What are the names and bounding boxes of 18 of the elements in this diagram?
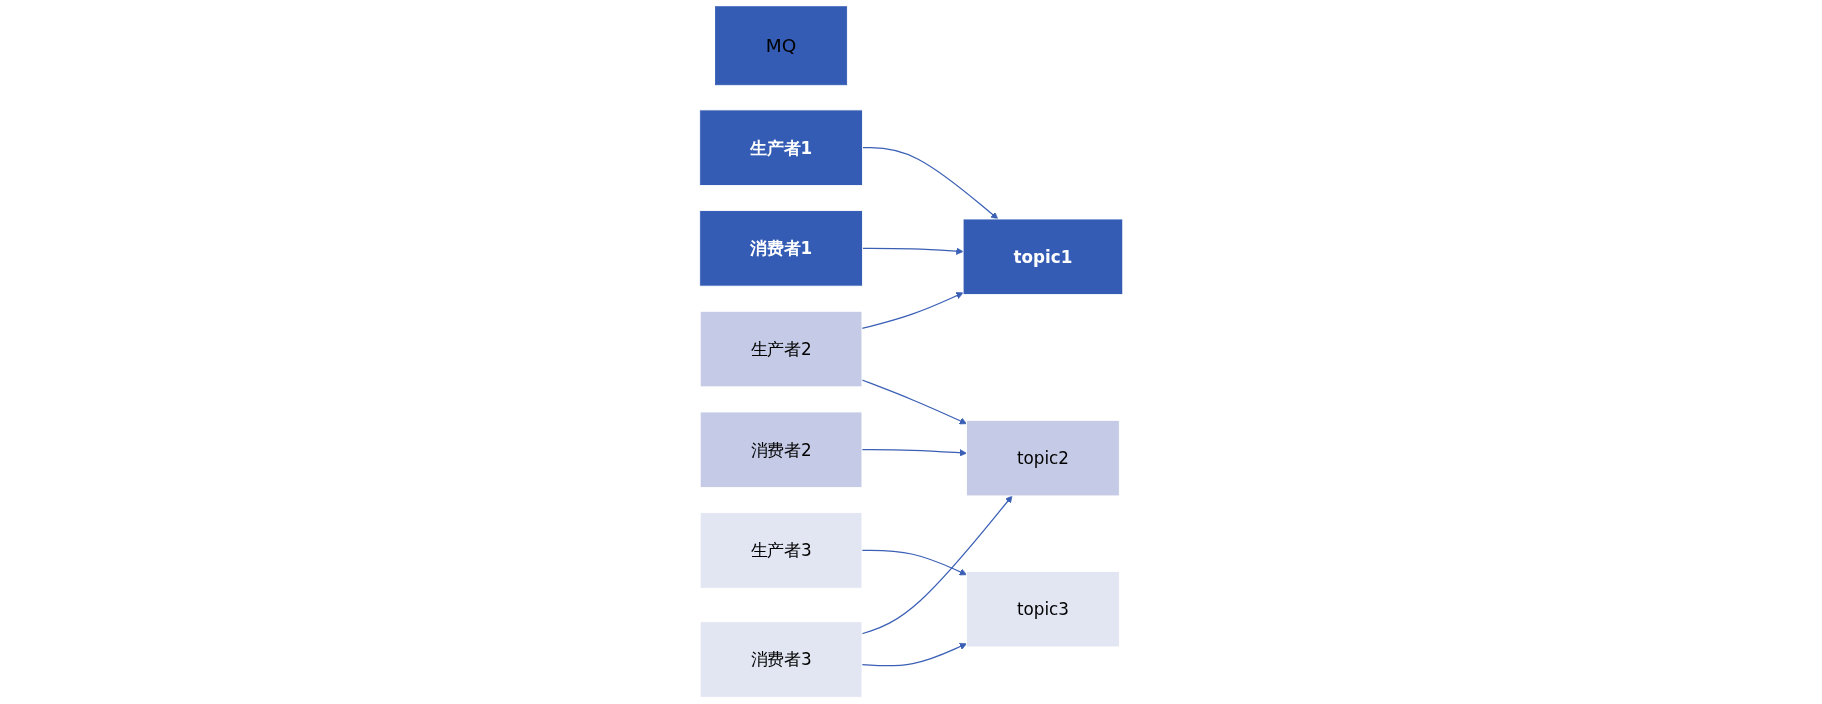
node-box: topic1 xyxy=(962,218,1123,295)
node-box: 消费者1 xyxy=(699,210,863,287)
node-box: 生产者1 xyxy=(699,109,863,186)
node-box: 生产者3 xyxy=(699,512,863,589)
arrow xyxy=(861,147,998,220)
node-box: 消费者3 xyxy=(699,621,863,698)
arrow xyxy=(861,247,964,255)
node-box: 生产者2 xyxy=(699,310,863,388)
node-box: MQ xyxy=(714,6,847,86)
arrow xyxy=(861,449,967,457)
node-box: 消费者2 xyxy=(699,411,863,488)
arrow xyxy=(861,643,967,667)
node-box: topic3 xyxy=(965,571,1120,648)
arrow xyxy=(861,549,967,576)
arrow xyxy=(861,292,964,330)
node-box: topic2 xyxy=(965,419,1120,497)
arrow xyxy=(861,379,967,425)
arrow xyxy=(861,495,1013,635)
